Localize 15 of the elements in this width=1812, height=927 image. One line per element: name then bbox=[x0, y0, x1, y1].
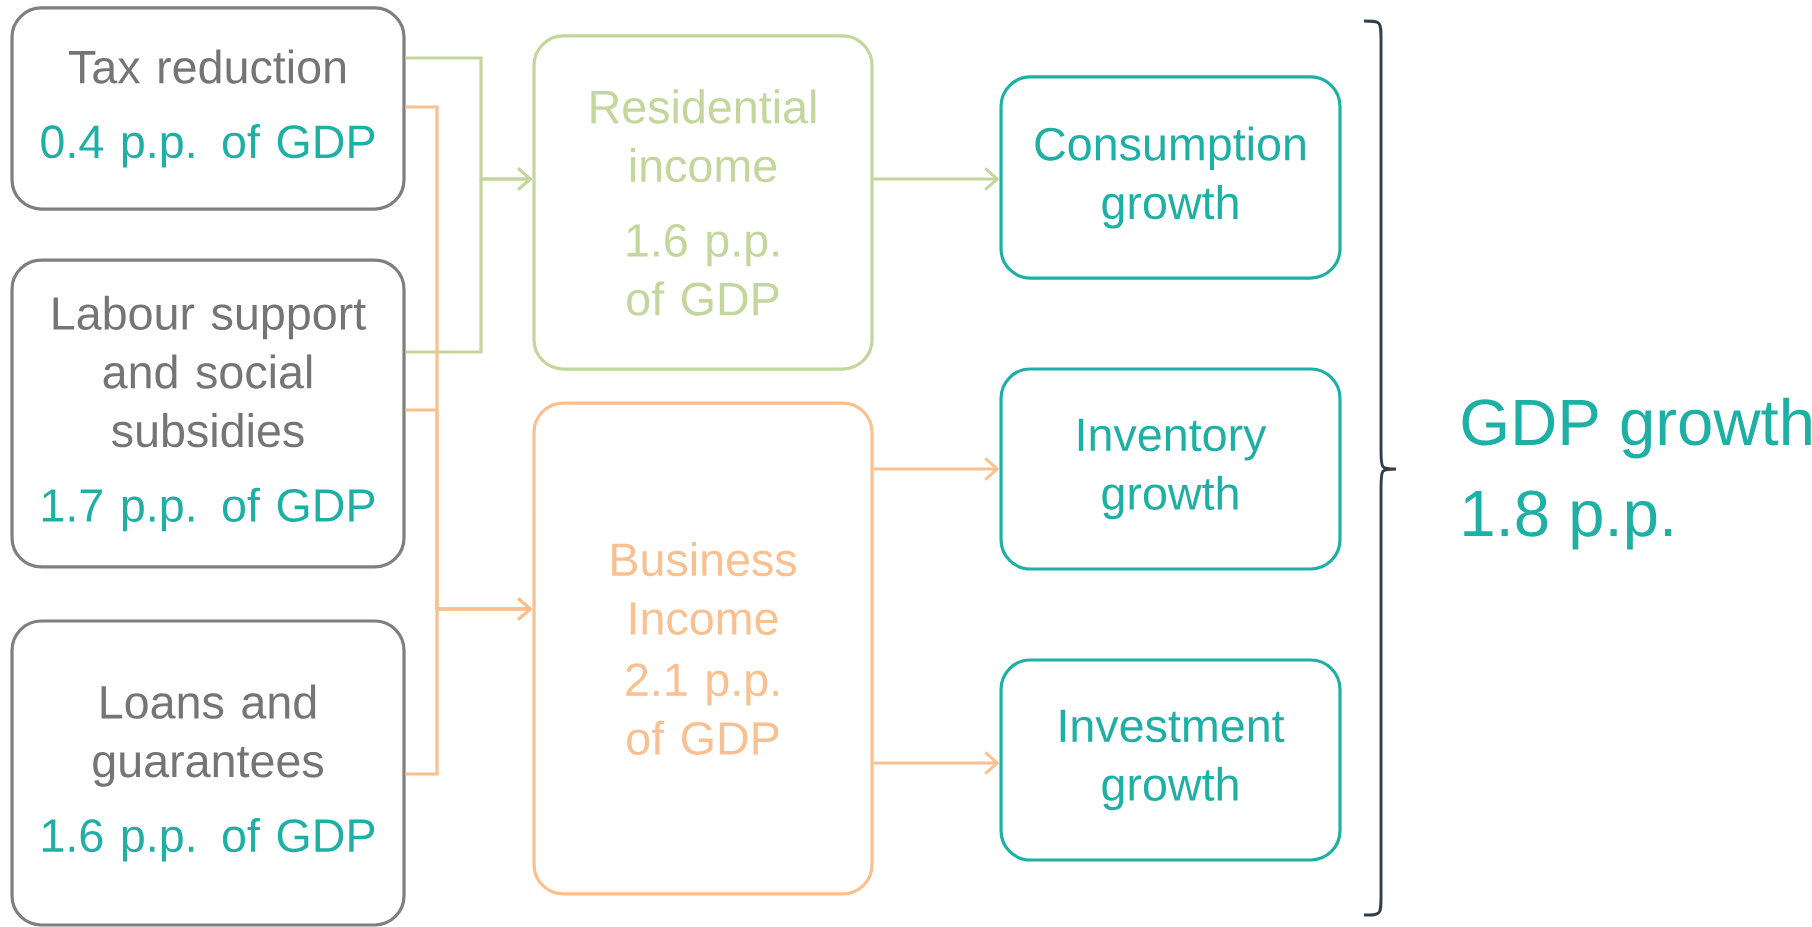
summary-text: 1.8 p.p. bbox=[1464, 490, 1672, 550]
text-box: Tax reduction 0.4 p.p. of GDP bbox=[10, 6, 406, 211]
text-box: Investment growth bbox=[999, 658, 1342, 862]
text-box: Labour support and social subsidies 1.7 p.p. of GDP bbox=[10, 258, 406, 569]
text-box: Loans and guarantees 1.6 p.p. of GDP bbox=[10, 619, 406, 927]
text-box: Consumption growth bbox=[999, 75, 1342, 280]
text-box: Residential income 1.6 p.p. of GDP bbox=[532, 34, 874, 371]
arrow bbox=[873, 457, 1000, 481]
arrow bbox=[405, 597, 533, 776]
arrow bbox=[405, 167, 533, 354]
text-box: Inventory growth bbox=[999, 367, 1342, 571]
arrow bbox=[873, 751, 1000, 775]
text-box: Business Income 2.1 p.p. of GDP bbox=[532, 401, 874, 896]
summary-text: GDP growth bbox=[1462, 397, 1811, 459]
arrow bbox=[873, 167, 1000, 191]
